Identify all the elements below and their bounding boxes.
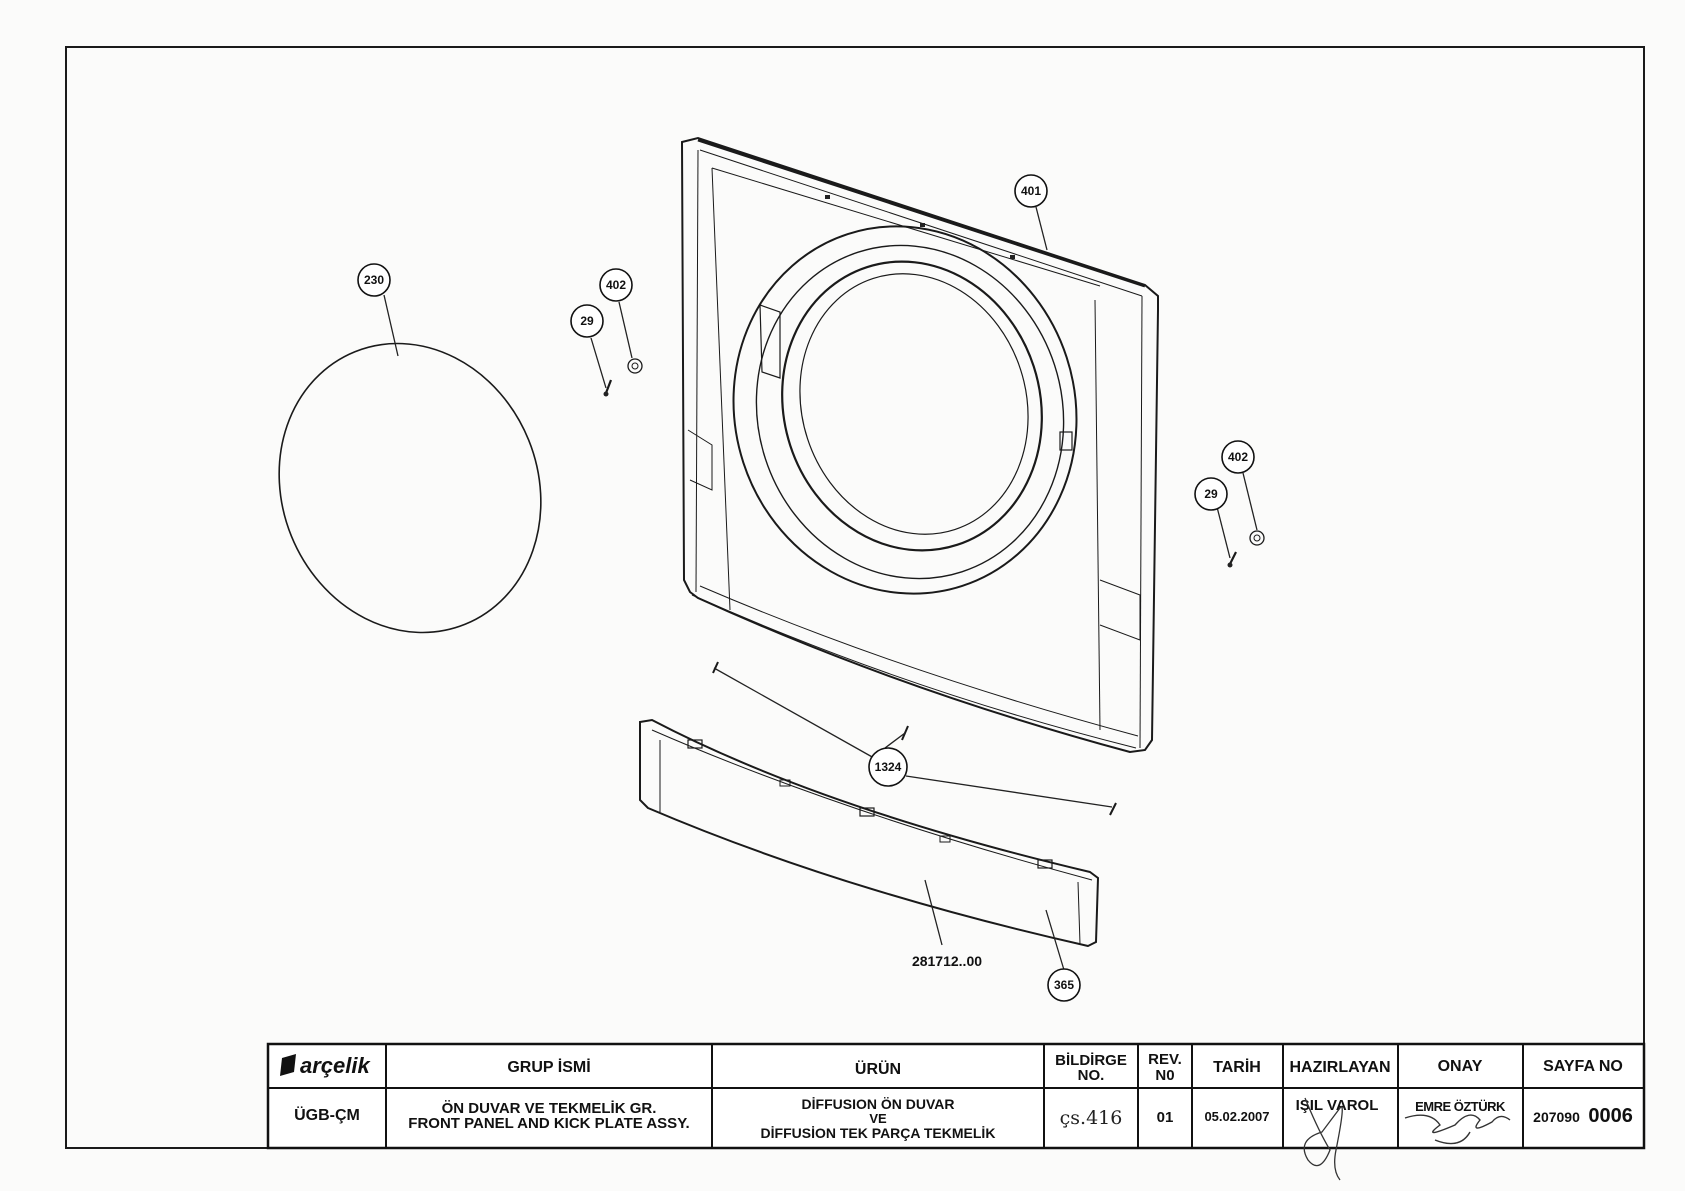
header-group-name: GRUP İSMİ (507, 1058, 590, 1076)
svg-text:402: 402 (1228, 450, 1248, 464)
value-date: 05.02.2007 (1204, 1109, 1269, 1124)
screw-1324-a (712, 661, 719, 674)
header-date: TARİH (1213, 1058, 1261, 1076)
screw-29-right (1227, 551, 1237, 568)
part-230-glass (278, 342, 542, 634)
drawing-border (65, 46, 1645, 1149)
header-approval: ONAY (1438, 1058, 1483, 1075)
value-group-name-tr: ÖN DUVAR VE TEKMELİK GR. (442, 1100, 657, 1117)
header-notice-no-1: BİLDİRGE (1055, 1052, 1127, 1069)
value-group-name-en: FRONT PANEL AND KICK PLATE ASSY. (408, 1115, 689, 1132)
svg-text:230: 230 (364, 273, 384, 287)
value-approval: EMRE ÖZTÜRK (1415, 1099, 1506, 1114)
arcelik-logo: arçelik (280, 1053, 371, 1078)
value-notice-no: çs.416 (1060, 1107, 1123, 1129)
header-page-no: SAYFA NO (1543, 1058, 1623, 1075)
signature-prepared-by (1303, 1097, 1343, 1181)
title-block: arçelik GRUP İSMİ ÜRÜN BİLDİRGE NO. REV.… (266, 1042, 1646, 1181)
value-department: ÜGB-ÇM (294, 1105, 360, 1124)
plug-402-right (1249, 530, 1265, 546)
balloon-365: 365 (1047, 968, 1081, 1002)
balloon-29-left: 29 (570, 304, 604, 338)
balloon-29-right: 29 (1194, 477, 1228, 511)
header-notice-no-2: NO. (1078, 1067, 1105, 1084)
screw-1324-c (1109, 802, 1117, 816)
part-401-front-panel (680, 136, 1159, 754)
svg-text:29: 29 (1204, 487, 1218, 501)
value-product-line1: DİFFUSION ÖN DUVAR (802, 1096, 955, 1112)
logo-text: arçelik (300, 1053, 371, 1078)
part-number-label: 281712..00 (912, 953, 982, 969)
svg-text:401: 401 (1021, 184, 1041, 198)
svg-text:1324: 1324 (875, 760, 902, 774)
screw-29-left (603, 379, 613, 397)
balloon-402-right: 402 (1221, 440, 1255, 474)
signature-approval (1404, 1114, 1511, 1145)
balloon-1324: 1324 (868, 747, 908, 787)
balloon-402-left: 402 (599, 268, 633, 302)
balloon-401: 401 (1014, 174, 1048, 208)
header-prepared-by: HAZIRLAYAN (1289, 1059, 1390, 1076)
value-prepared-by: IŞIL VAROL (1296, 1097, 1379, 1114)
header-rev-no-1: REV. (1148, 1051, 1182, 1068)
header-product: ÜRÜN (855, 1059, 901, 1078)
leader-lines (383, 206, 1258, 971)
part-365-kick-plate (639, 718, 1100, 948)
value-page-no: 207090 0006 (1533, 1105, 1633, 1127)
balloon-230: 230 (357, 263, 391, 297)
value-rev-no: 01 (1157, 1109, 1174, 1126)
plug-402-left (627, 358, 643, 374)
svg-text:365: 365 (1054, 978, 1074, 992)
svg-text:402: 402 (606, 278, 626, 292)
value-product-line3: DİFFUSİON TEK PARÇA TEKMELİK (761, 1125, 996, 1141)
value-product-line2: VE (869, 1111, 887, 1126)
svg-text:29: 29 (580, 314, 594, 328)
header-rev-no-2: N0 (1155, 1067, 1174, 1084)
